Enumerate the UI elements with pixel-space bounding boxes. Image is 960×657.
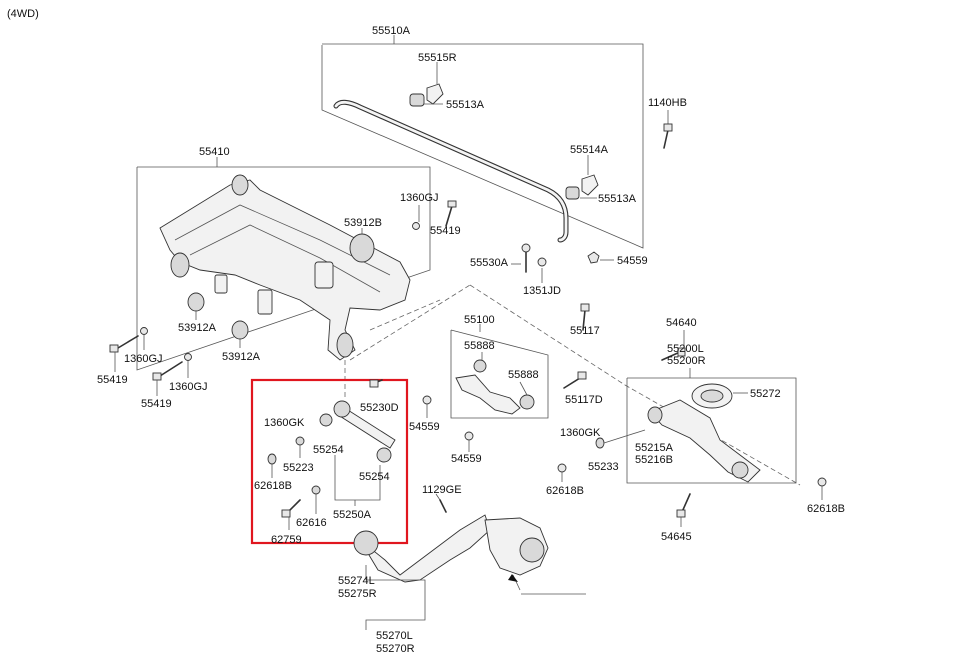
stabilizer-bushing-top [409, 93, 425, 107]
bushing-53912B [349, 233, 375, 263]
label-55513A-top: 55513A [446, 99, 485, 111]
label-55223: 55223 [283, 462, 314, 474]
label-55200R: 55200R [667, 355, 706, 367]
label-55216B: 55216B [635, 454, 673, 466]
label-1360GJ-mid: 1360GJ [169, 381, 208, 393]
label-1140HB: 1140HB [648, 97, 687, 109]
label-62618B-left: 62618B [254, 480, 292, 492]
label-55270R: 55270R [376, 643, 415, 655]
bushing-53912A-b [231, 320, 249, 340]
label-55410: 55410 [199, 146, 230, 158]
trailing-arm [359, 514, 491, 583]
lower-control-arm [649, 399, 761, 483]
part-labels: 55510A 55515R 55513A 1140HB 55514A 55513… [97, 25, 845, 655]
label-55100: 55100 [464, 314, 495, 326]
label-62618B-right: 62618B [807, 503, 845, 515]
label-1360GK-left: 1360GK [264, 417, 305, 429]
label-62616: 62616 [296, 517, 327, 529]
label-55272: 55272 [750, 388, 781, 400]
label-55274L: 55274L [338, 575, 375, 587]
label-55510A: 55510A [372, 25, 411, 37]
label-55888-b: 55888 [508, 369, 539, 381]
label-55419-top: 55419 [430, 225, 461, 237]
label-55270L: 55270L [376, 630, 413, 642]
label-54645: 54645 [661, 531, 692, 543]
label-55419-mid: 55419 [141, 398, 172, 410]
bushing-53912A-a [187, 292, 205, 312]
label-55530A: 55530A [470, 257, 509, 269]
label-62618B-mid: 62618B [546, 485, 584, 497]
upper-arm [455, 374, 521, 415]
lower-arm-group [557, 330, 827, 527]
label-1360GJ-left: 1360GJ [124, 353, 163, 365]
crossmember-group [136, 157, 431, 371]
bolt-1140HB [663, 110, 673, 149]
label-1129GE: 1129GE [422, 484, 462, 496]
crossmember-bolts [109, 200, 457, 396]
label-55117D: 55117D [565, 394, 603, 406]
label-1360GK-right: 1360GK [560, 427, 601, 439]
label-55200L: 55200L [667, 343, 704, 355]
label-55254-a: 55254 [313, 444, 344, 456]
label-1351JD: 1351JD [523, 285, 561, 297]
label-55250A: 55250A [333, 509, 372, 521]
label-55117: 55117 [570, 325, 600, 337]
highlight-box [250, 378, 409, 545]
label-53912A-a: 53912A [178, 322, 217, 334]
upper-arm-group [422, 303, 590, 452]
trailing-arm-group [353, 493, 549, 630]
label-53912B: 53912B [344, 217, 382, 229]
label-55515R: 55515R [418, 52, 457, 64]
label-55233: 55233 [588, 461, 619, 473]
label-55254-b: 55254 [359, 471, 390, 483]
variant-label: (4WD) [7, 8, 39, 20]
label-53912A-b: 53912A [222, 351, 261, 363]
label-54559-a: 54559 [409, 421, 440, 433]
label-1360GJ-top: 1360GJ [400, 192, 439, 204]
label-55275R: 55275R [338, 588, 377, 600]
label-55514A: 55514A [570, 144, 609, 156]
stabilizer-bar-group [321, 35, 644, 249]
label-55888-a: 55888 [464, 340, 495, 352]
label-55513A-mid: 55513A [598, 193, 637, 205]
label-54559-b: 54559 [451, 453, 482, 465]
stabilizer-bracket-top [426, 83, 444, 105]
bushing-55274L [353, 530, 379, 556]
label-54559-top: 54559 [617, 255, 648, 267]
label-55419-left: 55419 [97, 374, 128, 386]
lower-link-group [250, 378, 409, 545]
label-54640: 54640 [666, 317, 697, 329]
label-55215A: 55215A [635, 442, 674, 454]
stabilizer-link [511, 243, 614, 283]
label-55230D: 55230D [360, 402, 399, 414]
stabilizer-bushing-mid [565, 186, 580, 200]
label-62759: 62759 [271, 534, 302, 546]
stabilizer-bracket-mid [581, 174, 599, 196]
